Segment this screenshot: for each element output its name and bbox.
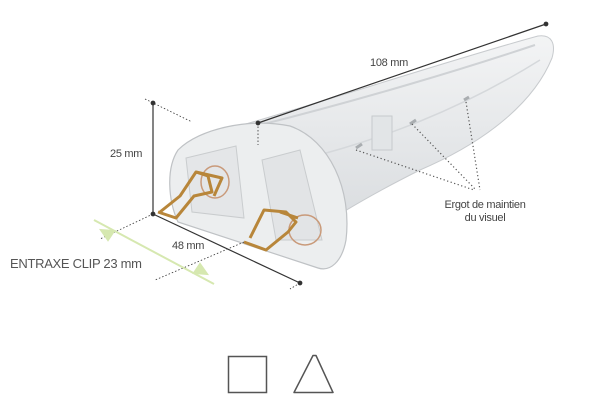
square-icon[interactable] — [227, 355, 268, 394]
clip-right — [243, 208, 299, 252]
length-label: 108 mm — [370, 57, 408, 69]
triangle-icon[interactable] — [293, 354, 334, 394]
product-image — [169, 35, 554, 270]
callout-lines — [355, 101, 481, 191]
dimension-length — [255, 21, 549, 145]
callout-line1: Ergot de maintien — [444, 199, 525, 211]
dimension-height — [144, 98, 193, 214]
callout-line2: du visuel — [465, 212, 506, 224]
dimension-width — [99, 211, 303, 290]
clip-spacing-arrow — [93, 219, 215, 285]
clip-left — [157, 170, 224, 220]
height-label: 25 mm — [110, 148, 142, 160]
width-label: 48 mm — [172, 240, 204, 252]
clip-spacing-label: ENTRAXE CLIP 23 mm — [10, 256, 142, 271]
